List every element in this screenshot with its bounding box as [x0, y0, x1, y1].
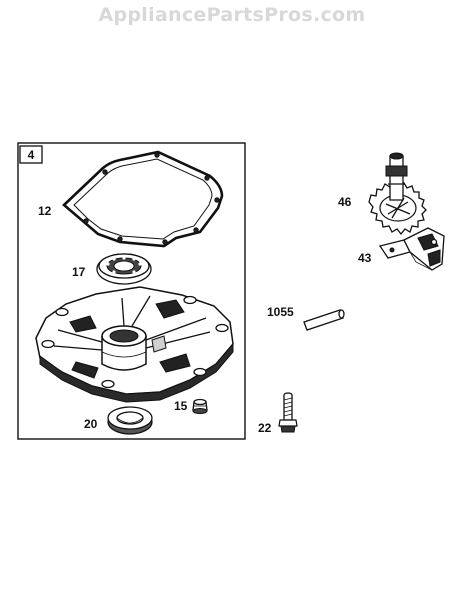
bearing-part-17[interactable]	[96, 253, 152, 285]
assembly-frame	[17, 142, 246, 440]
pin-part-1055[interactable]	[303, 309, 345, 331]
gasket-part-12[interactable]	[62, 150, 224, 248]
callout-15: 15	[174, 399, 188, 413]
callout-46: 46	[338, 195, 352, 209]
assembly-label-box	[19, 145, 43, 164]
governor-gear-part-46[interactable]	[368, 152, 427, 236]
callout-43: 43	[358, 251, 372, 265]
governor-bracket-part-43[interactable]	[378, 227, 445, 271]
callout-20: 20	[84, 417, 98, 431]
oil-seal-part-20[interactable]	[107, 406, 153, 435]
callout-17: 17	[72, 265, 86, 279]
callout-22: 22	[258, 421, 272, 435]
plug-part-15[interactable]	[192, 398, 208, 414]
sump-housing[interactable]	[35, 286, 234, 403]
watermark-text: AppliancePartsPros.com	[98, 4, 366, 26]
assembly-label: 4	[28, 148, 35, 162]
callout-12: 12	[38, 204, 52, 218]
bolt-part-22[interactable]	[278, 392, 298, 433]
callout-1055: 1055	[267, 305, 294, 319]
